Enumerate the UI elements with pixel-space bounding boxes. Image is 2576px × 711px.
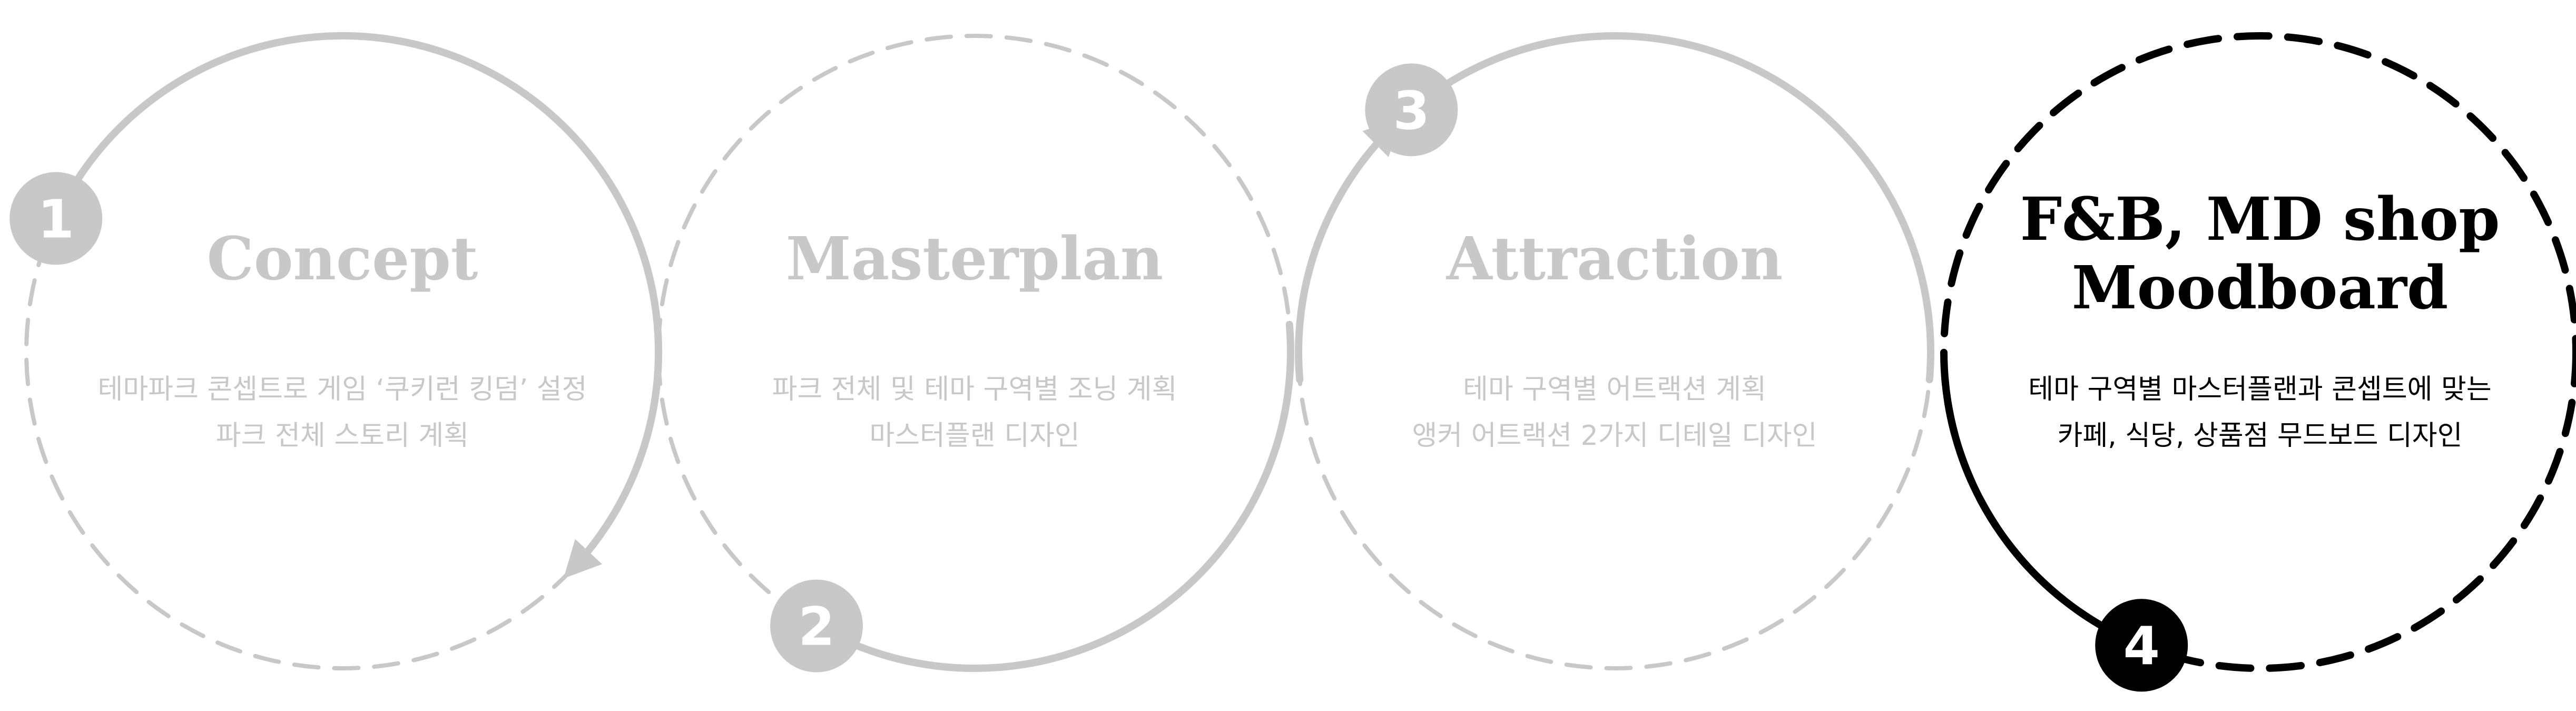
step-3-badge: [1365, 63, 1458, 157]
step-1-badge-number: 1: [37, 188, 74, 250]
step-4-badge-number: 4: [2123, 615, 2160, 677]
step-1-description-line: 파크 전체 스토리 계획: [216, 420, 469, 452]
step-4-ring: [1940, 32, 2576, 672]
step-3-progress-arc: [1295, 118, 1402, 384]
step-1-badge: [9, 172, 103, 265]
step-2-description-line: 마스터플랜 디자인: [869, 420, 1079, 452]
step-3-description-line: 테마 구역별 어트랙션 계획: [1463, 374, 1766, 405]
step-1-description-line: 테마파크 콘셉트로 게임 ‘쿠키런 킹덤’ 설정: [98, 374, 587, 405]
step-2-badge: [770, 579, 863, 673]
step-1-title-line: Concept: [207, 225, 478, 294]
step-4-title-line: Moodboard: [2072, 254, 2449, 323]
step-3-progress-arc: [1408, 32, 1934, 384]
step-3-description-line: 앵커 어트랙션 2가지 디테일 디자인: [1412, 420, 1817, 452]
step-3-badge-number: 3: [1393, 80, 1430, 141]
step-2-badge-number: 2: [798, 596, 835, 658]
step-4-description-line: 카페, 식당, 상품점 무드보드 디자인: [2058, 420, 2463, 452]
step-1-progress-arc: [47, 32, 663, 579]
step-4-progress-arc: [1941, 376, 2140, 646]
step-2-progress-arc: [847, 320, 1294, 672]
step-4-title-line: F&B, MD shop: [2020, 185, 2500, 254]
step-3-title-line: Attraction: [1446, 225, 1783, 294]
step-4-badge: [2095, 599, 2188, 692]
step-2-description-line: 파크 전체 및 테마 구역별 조닝 계획: [772, 374, 1177, 405]
step-2-title-line: Masterplan: [786, 225, 1163, 294]
step-4-description-line: 테마 구역별 마스터플랜과 콘셉트에 맞는: [2028, 374, 2491, 405]
